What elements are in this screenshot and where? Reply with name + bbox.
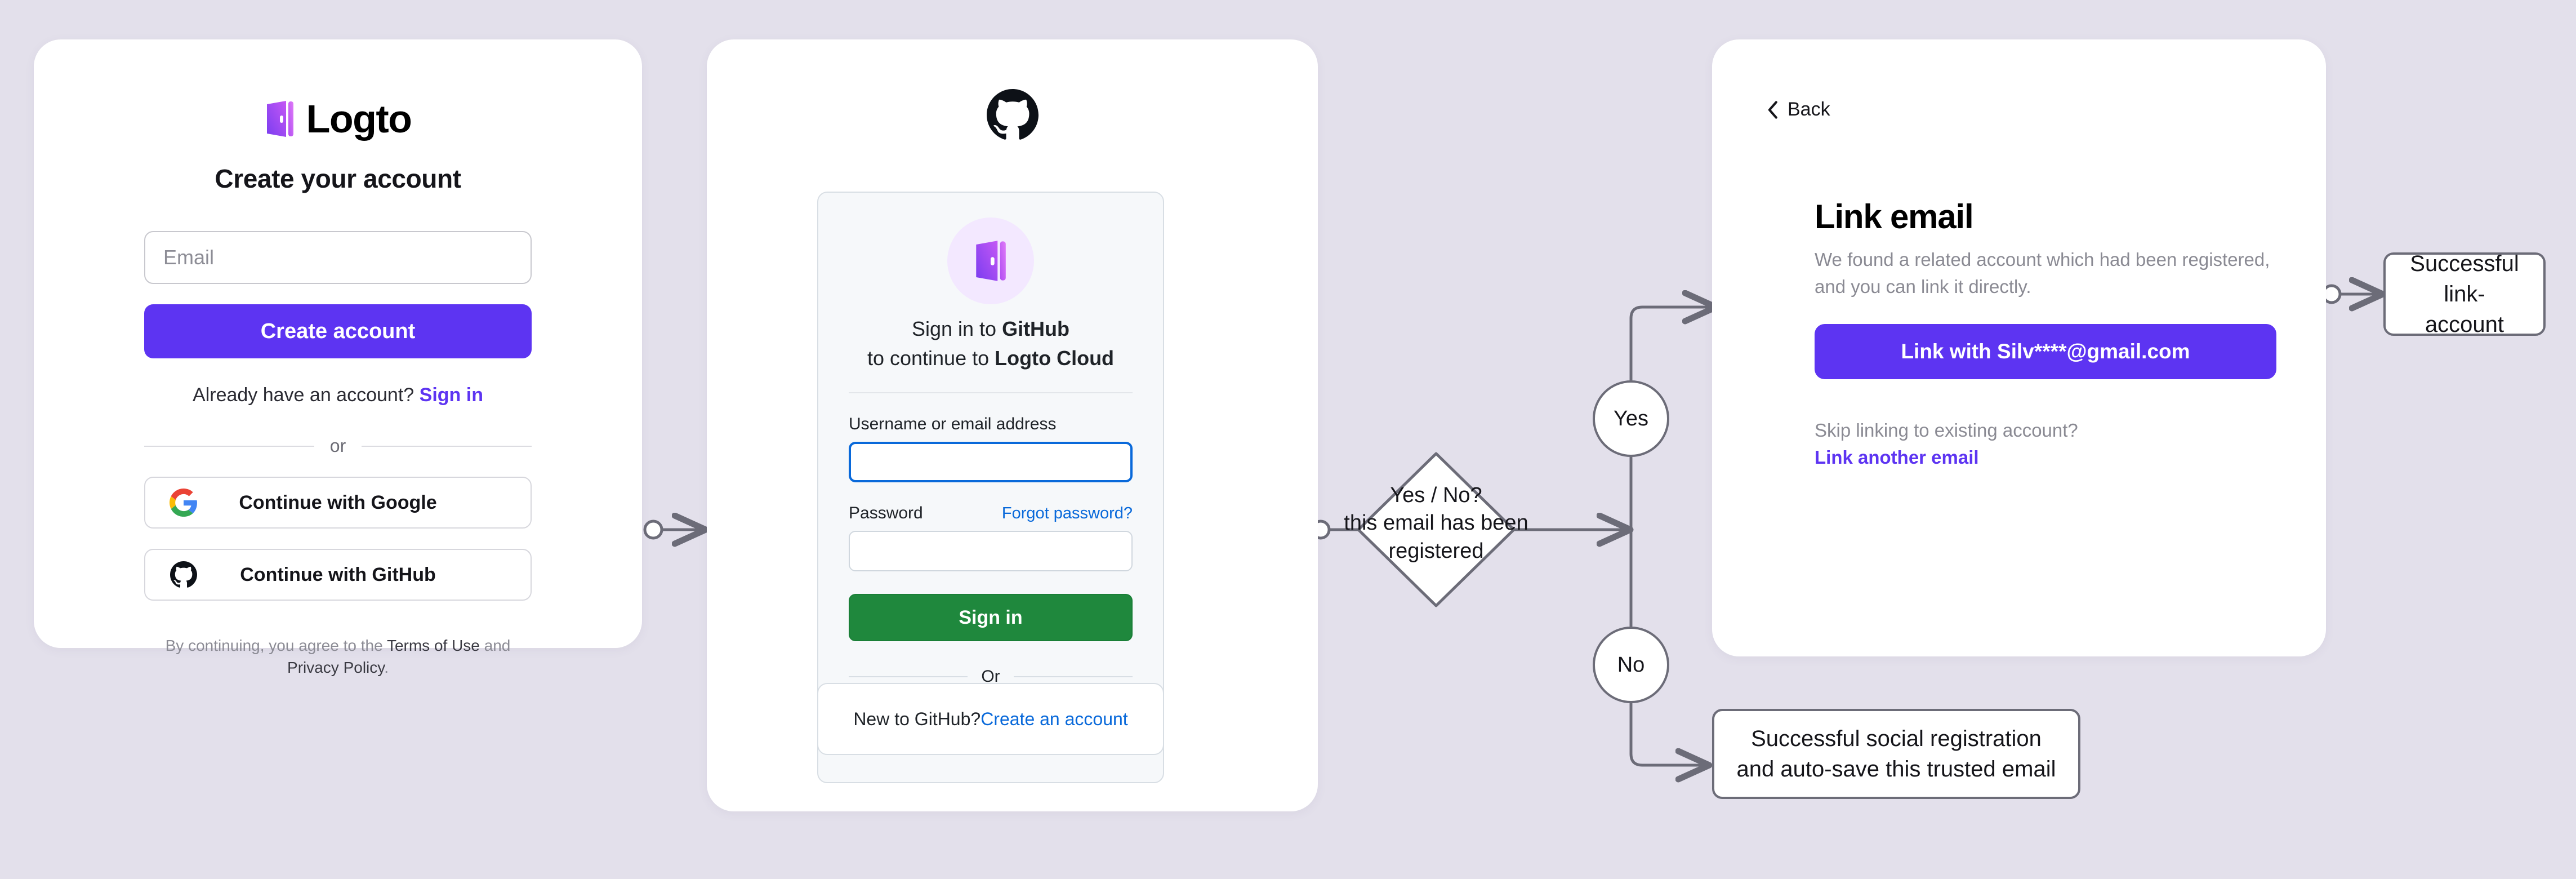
- forgot-password-link[interactable]: Forgot password?: [1001, 504, 1133, 523]
- continue-with-github-button[interactable]: Continue with GitHub: [144, 549, 532, 601]
- legal-text: By continuing, you agree to the Terms of…: [144, 634, 532, 678]
- continue-with-google-button[interactable]: Continue with Google: [144, 477, 532, 529]
- heading-line1-bold: GitHub: [1002, 317, 1070, 340]
- heading-line2-bold: Logto Cloud: [995, 347, 1115, 370]
- username-label: Username or email address: [849, 415, 1057, 434]
- github-signin-button[interactable]: Sign in: [849, 594, 1133, 642]
- google-button-label: Continue with Google: [239, 491, 437, 513]
- successful-social-registration-node: Successful social registration and auto-…: [1712, 709, 2080, 799]
- github-or-label: Or: [981, 667, 1000, 686]
- github-divider-rule-left: [849, 676, 968, 678]
- email-placeholder: Email: [163, 246, 215, 269]
- github-create-account-footer: New to GitHub? Create an account: [817, 683, 1164, 755]
- google-icon: [169, 488, 198, 517]
- username-input[interactable]: [849, 442, 1133, 483]
- create-an-account-link[interactable]: Create an account: [981, 708, 1128, 729]
- signup-card: Logto Create your account Email Create a…: [34, 39, 642, 676]
- already-have-account-label: Already have an account?: [193, 384, 415, 406]
- success-social-line-1: Successful social registration: [1751, 726, 2042, 751]
- heading-line-1: Sign in to GitHub: [849, 314, 1133, 344]
- yes-branch-node: Yes: [1593, 380, 1669, 457]
- sign-in-link[interactable]: Sign in: [419, 384, 483, 406]
- heading-line1-prefix: Sign in to: [911, 317, 1002, 340]
- new-to-github-label: New to GitHub?: [853, 708, 981, 729]
- create-account-button[interactable]: Create account: [144, 304, 532, 358]
- logto-logo: Logto: [144, 99, 532, 139]
- link-another-email-link[interactable]: Link another email: [1815, 446, 1979, 468]
- password-input[interactable]: [849, 531, 1133, 572]
- legal-suffix: .: [384, 659, 389, 677]
- skip-linking-label: Skip linking to existing account?: [1815, 419, 2078, 441]
- divider-rule-right: [362, 445, 532, 447]
- logto-door-icon-small: [976, 241, 1006, 281]
- link-email-title: Link email: [1815, 198, 1974, 236]
- link-email-description: We found a related account which had bee…: [1815, 249, 2270, 297]
- no-label: No: [1617, 652, 1645, 677]
- link-with-email-button[interactable]: Link with Silv****@gmail.com: [1815, 323, 2276, 379]
- form-divider: [849, 392, 1133, 394]
- or-label: or: [329, 436, 346, 456]
- logto-door-icon: [266, 101, 293, 137]
- decision-line-2: this email has been: [1344, 511, 1528, 535]
- email-input[interactable]: Email: [144, 231, 532, 284]
- chevron-left-icon: [1768, 100, 1777, 119]
- github-signin-heading: Sign in to GitHub to continue to Logto C…: [849, 314, 1133, 373]
- github-divider-rule-right: [1013, 676, 1133, 678]
- or-divider: or: [144, 436, 532, 456]
- already-have-account-row: Already have an account? Sign in: [144, 384, 532, 406]
- yes-label: Yes: [1614, 406, 1648, 430]
- heading-line-2: to continue to Logto Cloud: [849, 344, 1133, 373]
- back-label: Back: [1788, 99, 1830, 120]
- privacy-policy-link[interactable]: Privacy Policy: [287, 659, 385, 677]
- no-branch-node: No: [1593, 627, 1669, 703]
- password-label: Password: [849, 504, 923, 523]
- github-icon: [169, 560, 198, 589]
- github-or-divider: Or: [849, 667, 1133, 686]
- signup-title: Create your account: [215, 164, 461, 193]
- divider-rule-left: [144, 445, 314, 447]
- logto-app-avatar: [947, 217, 1034, 304]
- success-social-line-2: and auto-save this trusted email: [1736, 757, 2056, 782]
- password-label-row: Password Forgot password?: [849, 504, 1133, 523]
- decision-node-label: Yes / No? this email has been registered: [1326, 482, 1546, 565]
- success-link-line-1: Successful: [2410, 251, 2519, 276]
- github-signin-card: Sign in to GitHub to continue to Logto C…: [707, 39, 1318, 811]
- github-logo-icon: [986, 89, 1039, 140]
- link-email-card: Back Link email We found a related accou…: [1712, 39, 2326, 656]
- successful-link-account-node: Successful link-account: [2383, 251, 2546, 337]
- legal-prefix: By continuing, you agree to the: [165, 637, 387, 654]
- success-link-line-2: link-account: [2425, 282, 2504, 337]
- decision-line-1: Yes / No?: [1390, 483, 1482, 507]
- logto-wordmark: Logto: [306, 97, 412, 141]
- heading-line2-prefix: to continue to: [867, 347, 995, 370]
- back-button[interactable]: Back: [1766, 99, 1830, 121]
- terms-of-use-link[interactable]: Terms of Use: [386, 637, 480, 654]
- decision-line-3: registered: [1388, 539, 1484, 563]
- legal-middle: and: [479, 637, 511, 654]
- github-button-label: Continue with GitHub: [240, 563, 436, 585]
